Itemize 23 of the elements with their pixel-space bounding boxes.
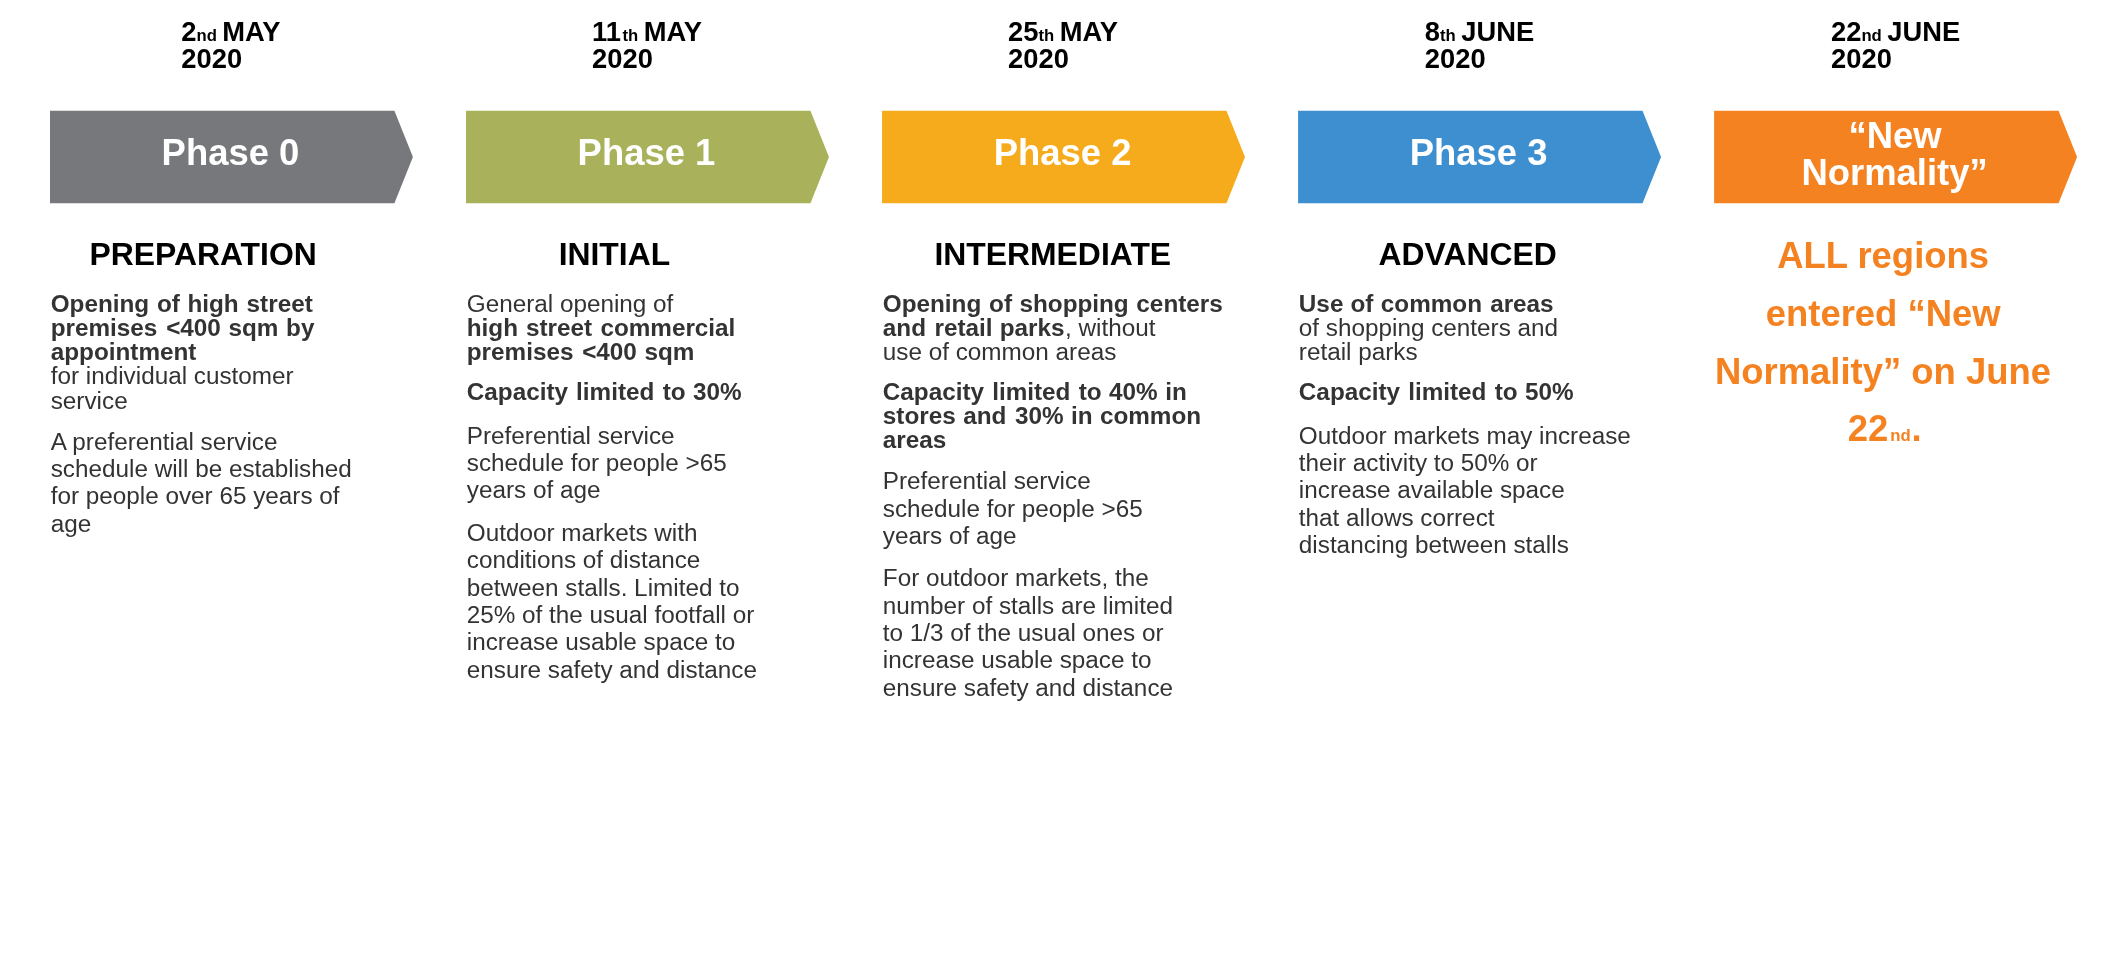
node-label: Capacity limited to 30% [466, 377, 742, 405]
node-label: INITIAL [558, 235, 671, 272]
node-label: 22nd JUNE 2020 [1831, 15, 1961, 75]
node-label: Outdoor markets may increase their activity to 50% or increase available space that allows correct distancing between stalls [1298, 421, 1631, 559]
node-label: ALL regions entered “New Normality” on June 22nd. [1714, 235, 2051, 450]
node-label: Capacity limited to 50% [1298, 377, 1574, 405]
node-label: General opening of high street commercial premises <400 sqm [466, 289, 736, 366]
node-label: 2nd MAY 2020 [181, 15, 281, 75]
node-label: INTERMEDIATE [934, 235, 1172, 272]
node-label: Outdoor markets with conditions of distance between stalls. Limited to 25% of the usual footfall or increase usable space to ensure safety and distance [466, 518, 757, 683]
node-label: 8th JUNE 2020 [1424, 15, 1535, 75]
node-label: Capacity limited to 40% in stores and 30% in common areas [882, 377, 1202, 454]
node-label: Opening of shopping centers and retail parks, without use of common areas [882, 289, 1223, 366]
node-label: Opening of high street premises <400 sqm by appointment for individual customer service [50, 289, 315, 414]
node-label: Use of common areas of shopping centers and retail parks [1298, 289, 1559, 366]
node-label: Preferential service schedule for people >65 years of age [466, 421, 727, 504]
node-label: For outdoor markets, the number of stalls are limited to 1/3 of the usual ones or increase usable space to ensure safety and distance [882, 564, 1174, 701]
node-label: 11th MAY 2020 [592, 15, 702, 75]
node-label: ADVANCED [1378, 235, 1557, 272]
node-label: 25th MAY 2020 [1008, 15, 1118, 75]
node-label: PREPARATION [89, 235, 317, 272]
node-label: Preferential service schedule for people >65 years of age [882, 467, 1143, 549]
node-label: A preferential service schedule will be established for people over 65 years of age [50, 427, 352, 537]
